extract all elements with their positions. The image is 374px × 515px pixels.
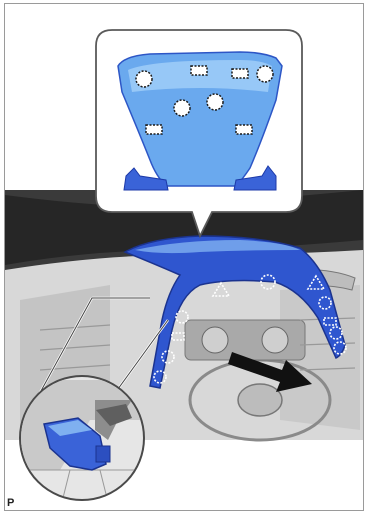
gauge-right — [262, 327, 288, 353]
clip-circle-icon — [136, 71, 152, 87]
clip-circle-icon — [174, 100, 190, 116]
clip-rect-icon — [232, 69, 248, 78]
figure-corner-label: P — [7, 497, 14, 509]
clip-circle-icon — [257, 66, 273, 82]
steering-hub — [238, 384, 282, 416]
clip-rect-icon — [146, 125, 162, 134]
clip-circle-icon — [207, 94, 223, 110]
clip-rect-icon — [236, 125, 252, 134]
clip-rect-icon — [191, 66, 207, 75]
gauge-left — [202, 327, 228, 353]
part-callout — [96, 30, 302, 236]
clip-tab — [96, 446, 110, 462]
